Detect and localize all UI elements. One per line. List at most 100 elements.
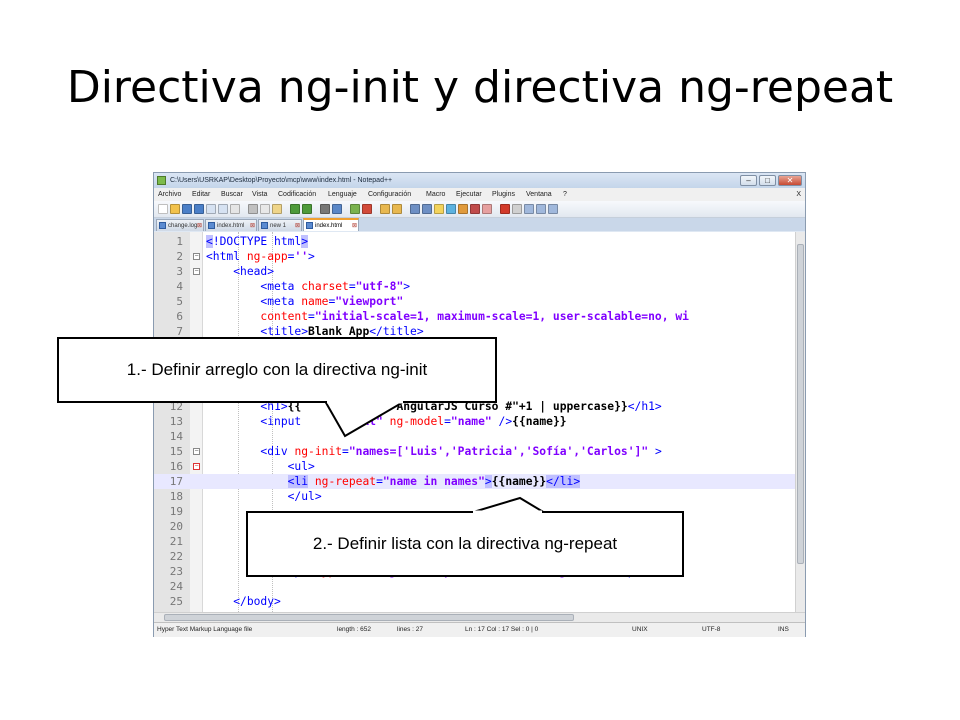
code-text: <html ng-app=''> (206, 250, 315, 263)
status-length: length : 652 (337, 626, 371, 633)
vertical-scrollbar[interactable] (795, 232, 805, 612)
code-text: </body> (233, 595, 281, 608)
line-number: 20 (169, 520, 183, 533)
open-file-icon[interactable] (170, 204, 180, 214)
tab-close-icon[interactable]: ⊠ (249, 223, 255, 229)
line-number: 15 (169, 445, 183, 458)
replace-icon[interactable] (332, 204, 342, 214)
menu-plugins[interactable]: Plugins (492, 191, 515, 198)
maximize-button[interactable]: □ (759, 175, 776, 186)
print-icon[interactable] (230, 204, 240, 214)
stop-macro-icon[interactable] (512, 204, 522, 214)
record-macro-icon[interactable] (500, 204, 510, 214)
code-line: 3− <head> (154, 264, 795, 279)
tab-close-icon[interactable]: ⊠ (294, 223, 300, 229)
code-line: 25 </body> (154, 594, 795, 609)
fold-minus-icon[interactable]: − (193, 268, 200, 275)
code-line: 5 <meta name="viewport" (154, 294, 795, 309)
menu-configuracion[interactable]: Configuración (368, 191, 412, 198)
undo-icon[interactable] (290, 204, 300, 214)
line-number: 19 (169, 505, 183, 518)
doc-map-icon[interactable] (458, 204, 468, 214)
save-macro-icon[interactable] (548, 204, 558, 214)
status-insert-mode: INS (778, 626, 789, 633)
menu-buscar[interactable]: Buscar (221, 191, 243, 198)
fold-minus-icon[interactable]: − (193, 463, 200, 470)
find-icon[interactable] (320, 204, 330, 214)
fold-minus-icon[interactable]: − (193, 253, 200, 260)
close-all-icon[interactable] (218, 204, 228, 214)
all-chars-icon[interactable] (422, 204, 432, 214)
menu-codificacion[interactable]: Codificación (278, 191, 317, 198)
notepadpp-app-icon (157, 176, 166, 185)
indent-guide-icon[interactable] (434, 204, 444, 214)
tab-label: change.log (168, 223, 198, 229)
tab-close-icon[interactable]: ⊠ (351, 223, 357, 229)
wrap-icon[interactable] (410, 204, 420, 214)
tab-change-log[interactable]: change.log⊠ (156, 219, 204, 231)
line-number: 17 (169, 475, 183, 488)
zoom-in-icon[interactable] (350, 204, 360, 214)
sync-v-icon[interactable] (380, 204, 390, 214)
run-macro-multiple-icon[interactable] (536, 204, 546, 214)
cut-icon[interactable] (248, 204, 258, 214)
paste-icon[interactable] (272, 204, 282, 214)
copy-icon[interactable] (260, 204, 270, 214)
tab-new-1[interactable]: new 1 ⊠ (258, 219, 302, 231)
code-line-current: 17 <li ng-repeat="name in names">{{name}… (154, 474, 795, 489)
close-file-icon[interactable] (206, 204, 216, 214)
save-all-icon[interactable] (194, 204, 204, 214)
lang-icon[interactable] (446, 204, 456, 214)
zoom-out-icon[interactable] (362, 204, 372, 214)
code-line: 4 <meta charset="utf-8"> (154, 279, 795, 294)
code-line: 16− <ul> (154, 459, 795, 474)
line-number: 21 (169, 535, 183, 548)
redo-icon[interactable] (302, 204, 312, 214)
menu-editar[interactable]: Editar (192, 191, 211, 198)
window-title: C:\Users\USRKAP\Desktop\Proyecto\mcp\www… (170, 177, 393, 184)
sync-h-icon[interactable] (392, 204, 402, 214)
menu-vista[interactable]: Vista (252, 191, 268, 198)
toolbar (154, 201, 805, 218)
menu-archivo[interactable]: Archivo (158, 191, 182, 198)
vertical-scroll-thumb[interactable] (797, 244, 804, 564)
line-number: 24 (169, 580, 183, 593)
tab-index-html-1[interactable]: index.html⊠ (205, 219, 257, 231)
line-number-gutter (154, 232, 190, 612)
tab-close-icon[interactable]: ⊠ (196, 223, 202, 229)
play-macro-icon[interactable] (524, 204, 534, 214)
code-text: <title>Blank App</title> (260, 325, 424, 338)
code-text: <input "text" ng-model="name" />{{name}} (260, 415, 567, 428)
tab-index-html-active[interactable]: index.html⊠ (303, 218, 359, 231)
menu-ventana[interactable]: Ventana (526, 191, 552, 198)
status-file-type: Hyper Text Markup Language file (157, 626, 253, 633)
code-text: <div ng-init="names=['Luis','Patricia','… (260, 445, 662, 458)
callout-ng-init: 1.- Definir arreglo con la directiva ng-… (57, 337, 497, 403)
code-line: 22 (154, 549, 795, 564)
new-file-icon[interactable] (158, 204, 168, 214)
function-list-icon[interactable] (470, 204, 480, 214)
code-line: 19 (154, 504, 795, 519)
code-line: 13 <input "text" ng-model="name" />{{nam… (154, 414, 795, 429)
fold-minus-icon[interactable]: − (193, 448, 200, 455)
tab-label: new 1 (270, 223, 287, 229)
horizontal-scrollbar[interactable] (154, 612, 805, 622)
close-document-icon[interactable]: X (796, 191, 801, 198)
folder-workspace-icon[interactable] (482, 204, 492, 214)
save-icon[interactable] (182, 204, 192, 214)
code-line: 2−<html ng-app=''> (154, 249, 795, 264)
code-line: 24 (154, 579, 795, 594)
line-number: 14 (169, 430, 183, 443)
menu-ejecutar[interactable]: Ejecutar (456, 191, 482, 198)
horizontal-scroll-thumb[interactable] (164, 614, 574, 621)
code-text: content="initial-scale=1, maximum-scale=… (260, 310, 689, 323)
menu-help[interactable]: ? (563, 191, 567, 198)
code-line: 15 − <div ng-init="names=['Luis','Patrici… (154, 444, 795, 459)
code-line: 12 <h1>{{ o a AngularJS Curso #"+1 | upp… (154, 399, 795, 414)
line-number: 22 (169, 550, 183, 563)
close-window-button[interactable]: ✕ (778, 175, 802, 186)
menu-macro[interactable]: Macro (426, 191, 446, 198)
menu-lenguaje[interactable]: Lenguaje (328, 191, 357, 198)
line-number: 16 (169, 460, 183, 473)
minimize-button[interactable]: – (740, 175, 757, 186)
